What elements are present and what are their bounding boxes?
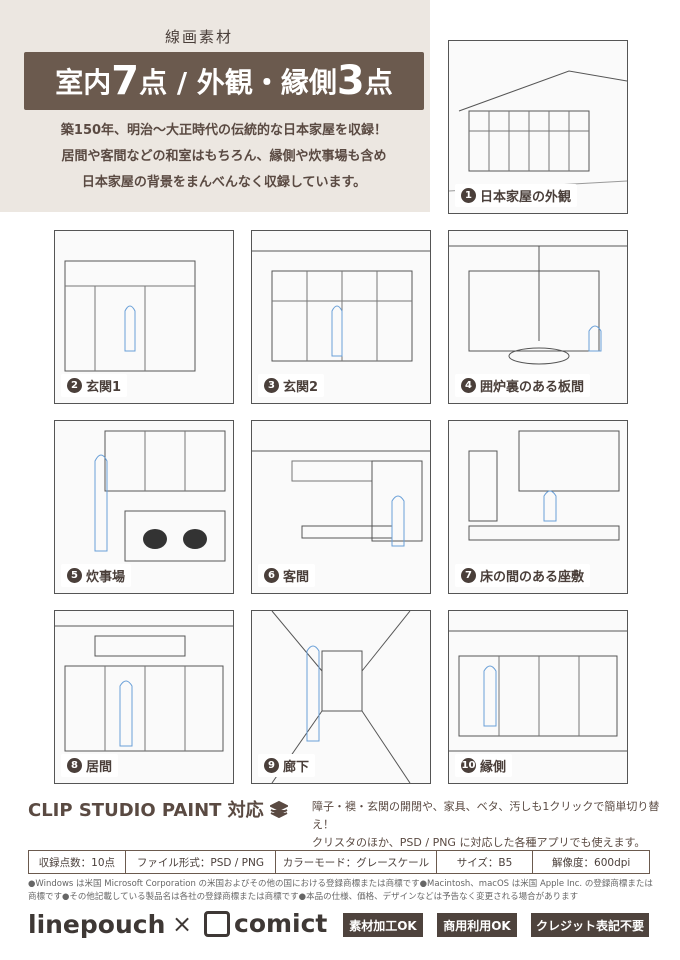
- kicker-text: 線画素材: [165, 28, 234, 46]
- intro-line: 築150年、明治〜大正時代の伝統的な日本家屋を収録！: [60, 123, 388, 138]
- intro-text: 築150年、明治〜大正時代の伝統的な日本家屋を収録！ 居間や客間などの和室はもち…: [24, 118, 424, 196]
- clip-studio-paint-title: CLIP STUDIO PAINT 対応: [28, 796, 288, 822]
- intro-line: 居間や客間などの和室はもちろん、縁側や炊事場も含め: [61, 149, 387, 164]
- spec-cell: サイズ：B5: [437, 851, 534, 873]
- badge-editable: 素材加工OK: [343, 913, 423, 937]
- headline-part-c: 点: [364, 66, 393, 99]
- spec-cell: カラーモード：グレースケール: [276, 851, 437, 873]
- engawa-illustration: [449, 630, 627, 752]
- linepouch-logo: linepouch: [28, 910, 166, 939]
- living-room-illustration: [55, 625, 233, 752]
- spec-cell: 解像度：600dpi: [552, 856, 631, 869]
- badge-commercial-use: 商用利用OK: [437, 913, 517, 937]
- genkan-illustration: [64, 260, 196, 372]
- intro-line: 日本家屋の背景をまんべんなく収録しています。: [81, 175, 367, 190]
- spec-table: 収録点数：10点 ファイル形式：PSD / PNG カラーモード：グレースケール…: [28, 850, 650, 874]
- irori-illustration: [449, 245, 627, 365]
- guest-room-illustration: [252, 450, 430, 547]
- spec-cell: ファイル形式：PSD / PNG: [126, 851, 277, 873]
- headline-number-1: 7: [111, 58, 140, 104]
- headline-part-b: 点 / 外観・縁側: [139, 66, 337, 99]
- cross-symbol: ×: [172, 910, 193, 938]
- kitchen-illustration: [94, 430, 226, 562]
- legal-note: ●Windows は米国 Microsoft Corporation の米国およ…: [28, 879, 653, 902]
- headline-number-2: 3: [336, 58, 365, 104]
- headline-banner: 室内 7 点 / 外観・縁側 3 点: [24, 52, 424, 110]
- layers-icon: [269, 800, 288, 818]
- comict-mark-icon: [204, 910, 230, 937]
- spec-cell: 収録点数：10点: [29, 851, 126, 873]
- tokonoma-illustration: [468, 430, 620, 541]
- clip-studio-paint-description: 障子・襖・玄関の開閉や、家具、ベタ、汚しも1クリックで簡単切り替え！ クリスタの…: [312, 800, 660, 849]
- genkan2-illustration: [252, 250, 430, 362]
- badge-no-credit: クレジット表記不要: [531, 913, 649, 937]
- comict-logo: comict: [204, 909, 327, 938]
- headline-part-a: 室内: [55, 66, 112, 99]
